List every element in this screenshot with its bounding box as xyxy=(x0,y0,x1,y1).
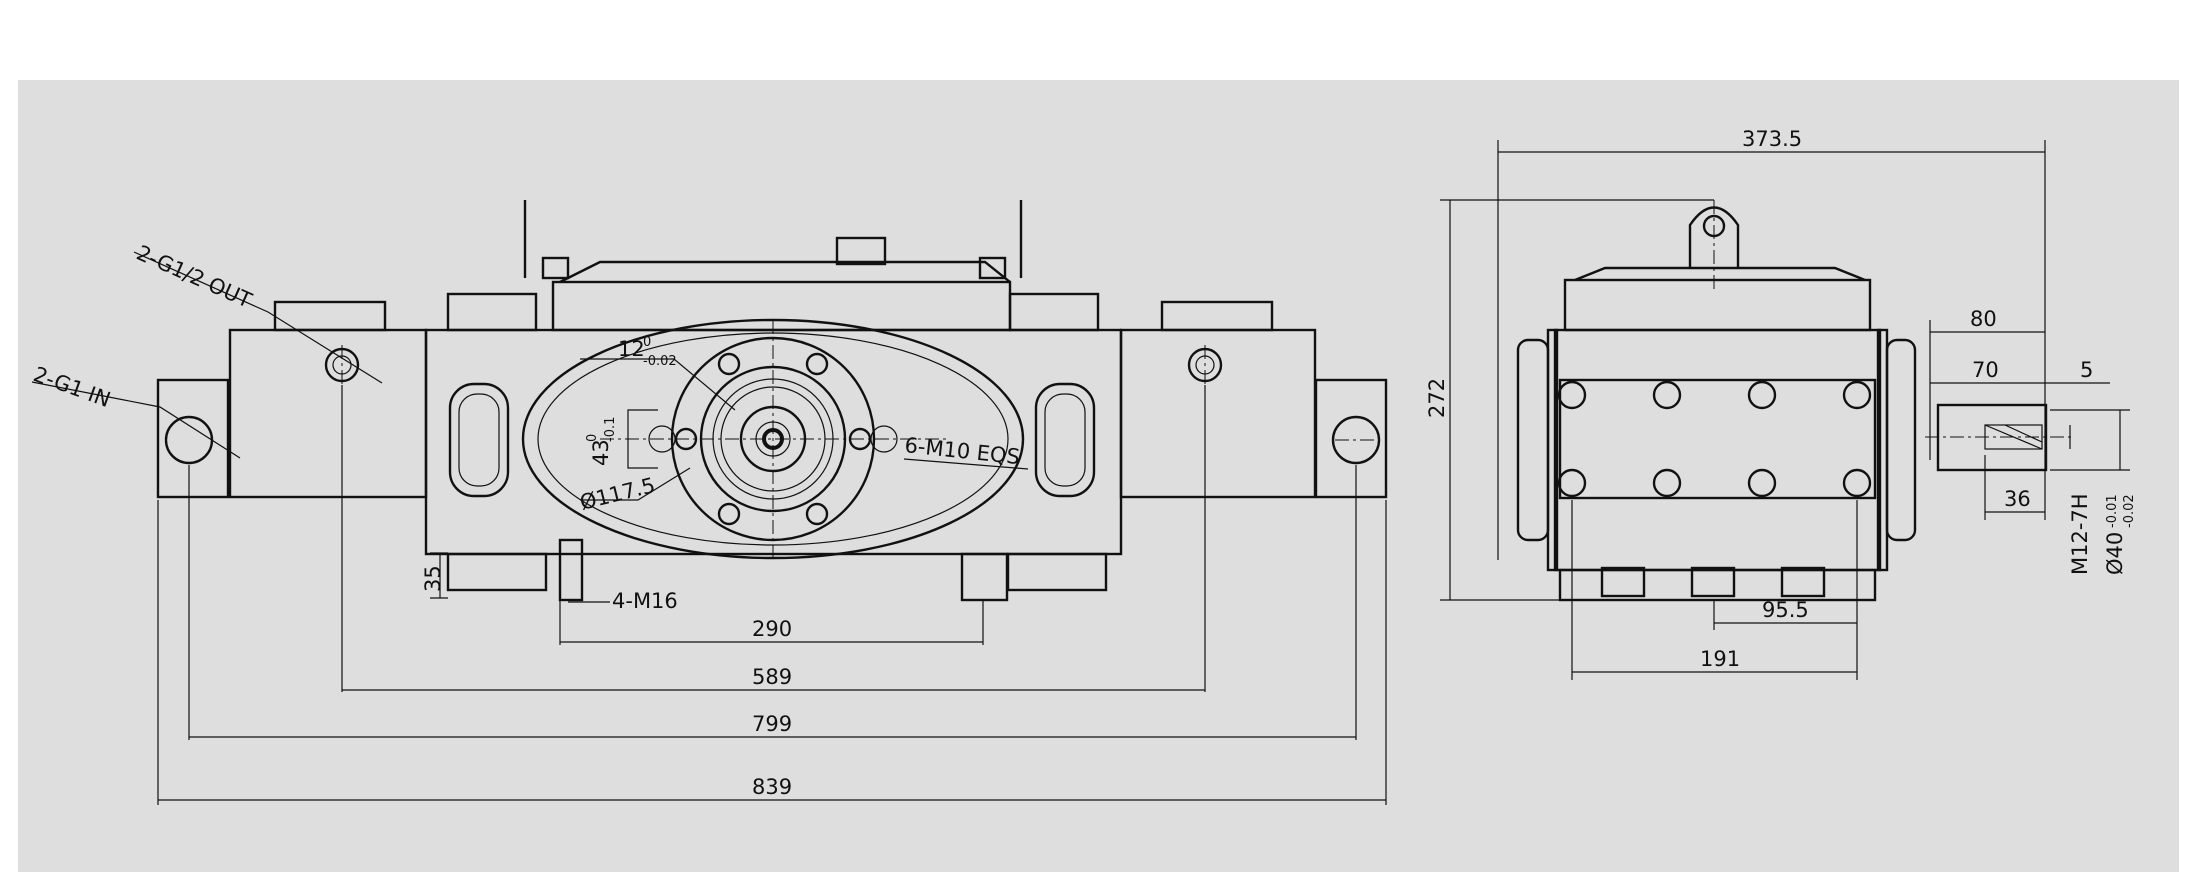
drawing-panel xyxy=(18,80,2179,872)
shaft-diameter-upper: -0.01 xyxy=(2105,494,2120,528)
shaft-length-dim: 80 xyxy=(1970,307,1997,331)
key-height-lower: -0.1 xyxy=(603,417,618,442)
mount-spacing-dim: 290 xyxy=(752,617,792,641)
outlet-spacing-dim: 589 xyxy=(752,665,792,689)
foot-height-dim: 35 xyxy=(421,565,445,592)
key-height-upper: 0 xyxy=(585,434,600,442)
inlet-spacing-dim: 799 xyxy=(752,712,792,736)
key-width-upper: 0 xyxy=(643,335,651,350)
mount-holes-callout: 4-M16 xyxy=(612,589,678,613)
side-overall-height-dim: 272 xyxy=(1425,378,1449,418)
side-overall-width-dim: 373.5 xyxy=(1742,127,1802,151)
foot-spacing-dim: 191 xyxy=(1700,647,1740,671)
shaft-key-offset-dim: 5 xyxy=(2080,358,2093,382)
key-width-lower: -0.02 xyxy=(643,354,677,369)
key-width-value: 12 xyxy=(618,337,645,361)
shaft-diameter-value: Ø40 xyxy=(2103,532,2127,575)
shaft-diameter-lower: -0.02 xyxy=(2122,494,2137,528)
thread-depth-dim: 36 xyxy=(2004,487,2031,511)
side-view: 373.5 272 80 70 5 36 95.5 191 M12-7H Ø40… xyxy=(1425,127,2137,680)
shaft-thread-label: M12-7H xyxy=(2068,493,2092,575)
shaft-key-length-dim: 70 xyxy=(1972,358,1999,382)
overall-length-dim: 839 xyxy=(752,775,792,799)
key-height-value: 43 xyxy=(589,439,613,466)
foot-inner-dim: 95.5 xyxy=(1762,598,1809,622)
